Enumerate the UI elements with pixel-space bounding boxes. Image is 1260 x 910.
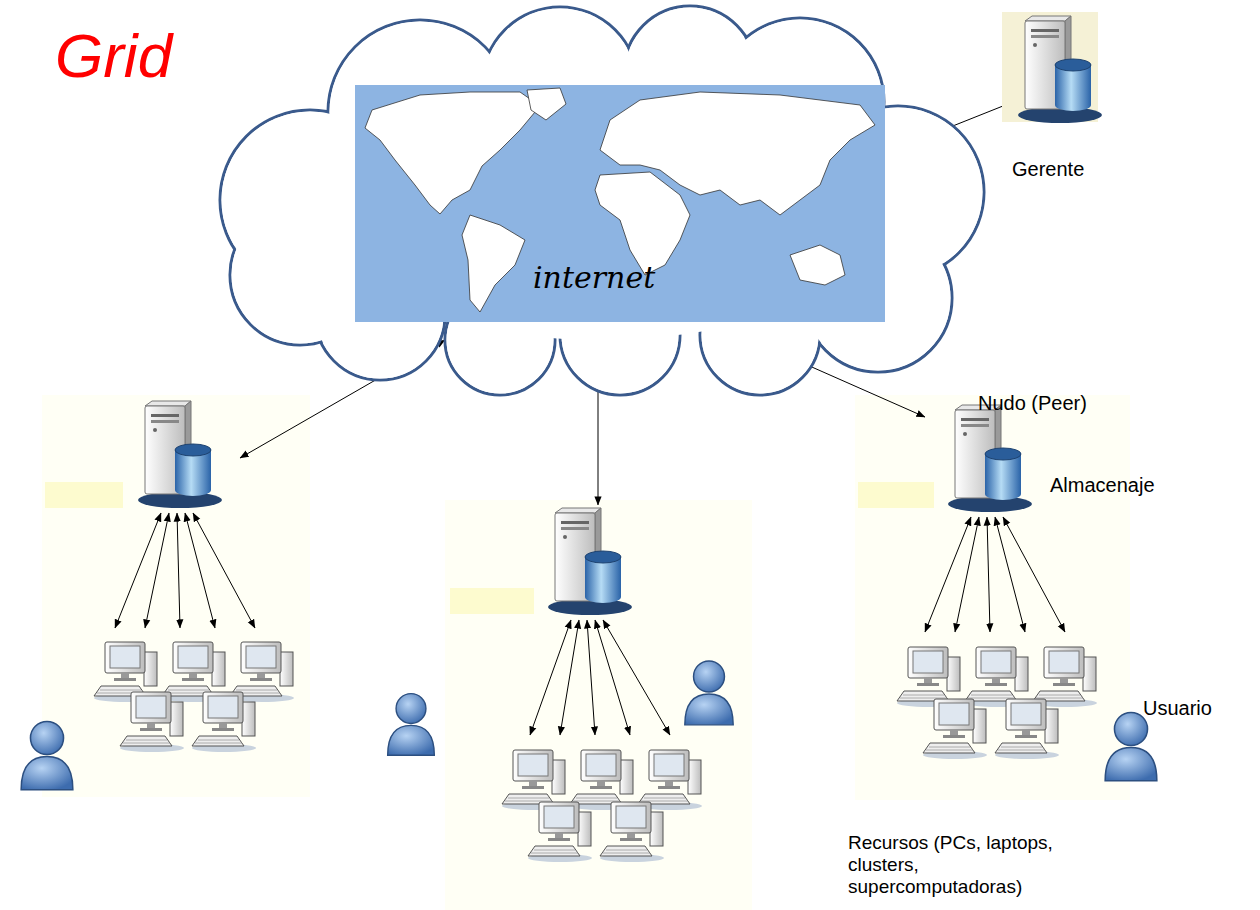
pc-icon [897,647,961,707]
node-label: Recursos (PCs, laptops, clusters, superc… [848,832,1083,898]
panel-strip [45,482,123,508]
connector-arrow [185,513,215,628]
pc-icon [1033,647,1097,707]
free-label: Usuario [1143,697,1212,720]
server-node [525,505,655,620]
resource-group: Recursos (PCs, laptops, clusters, superc… [845,632,1130,908]
connector-arrow [193,513,255,628]
continent [790,245,845,285]
connector-arrow [987,517,990,632]
node-label: Nudo (Peer) [978,392,1087,415]
cloud-fill [310,80,890,340]
cloud-label: internet [533,261,655,296]
user-icon [388,694,435,756]
diagram-title: Grid [55,20,172,91]
node-label: Almacenaje [1050,474,1155,497]
resource-group [75,628,300,793]
site-panel [42,395,310,797]
connector-arrow [530,620,571,735]
connector-arrow [1003,517,1065,632]
user-icons [21,661,1157,790]
pc-icons [94,642,1097,862]
user-icon [685,661,733,725]
world-map [355,85,885,322]
server-node: Gerente [990,10,1120,185]
resource-group [485,735,715,905]
pc-icon [995,699,1059,759]
connector-arrow [925,517,971,632]
connector-arrow [955,517,979,632]
continent [462,215,525,312]
group-shape [75,628,300,793]
continent [365,92,540,214]
pc-icon [192,692,256,752]
server-node [115,398,245,513]
connector-arrow [603,620,670,735]
pc-icon [570,750,634,810]
server-icon [138,401,222,508]
connector-arrow [145,513,169,628]
site-panel [855,395,1130,800]
pc-icon [638,750,702,810]
continent [595,172,690,275]
pc-icon [502,750,566,810]
server-node: Nudo (Peer) Almacenaje [925,392,1159,517]
node-label: Gerente [1012,158,1084,181]
server-shape [525,505,655,620]
server-icon [948,405,1032,512]
user-icon [21,721,73,789]
server-icon [548,508,632,615]
connector-arrow [115,513,161,628]
continent [527,88,566,120]
server-shape [115,398,245,513]
panel-strip [858,482,934,508]
connector-arrow [995,517,1025,632]
site-panel [445,500,752,910]
pc-icon [600,802,664,862]
pc-icon [923,699,987,759]
connector-arrow [560,620,579,735]
panel-strip [450,588,534,614]
connector-arrow [587,620,595,735]
group-shape [485,735,715,905]
user-icon [1105,712,1157,780]
pc-icon [120,692,184,752]
pc-icon [965,647,1029,707]
pc-icon [528,802,592,862]
cloud-shape [215,5,985,400]
server-icon [1018,16,1102,123]
internet-cloud: internet [215,5,985,400]
connector-arrow [177,513,180,628]
